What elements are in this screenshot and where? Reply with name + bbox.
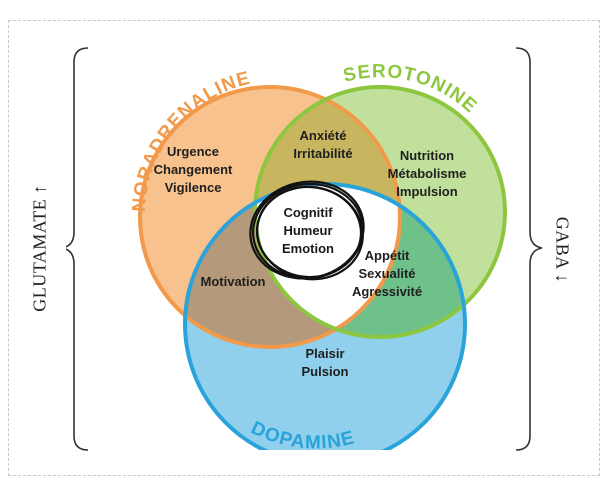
- overlap-nor-dop-1: Motivation: [201, 274, 266, 289]
- center-scribble: [249, 180, 365, 281]
- center-item-1: Cognitif: [283, 205, 333, 220]
- overlap-ser-dop-1: Appétit: [365, 248, 410, 263]
- overlap-ser-dop-3: Agressivité: [352, 284, 422, 299]
- noradrenaline-item-3: Vigilence: [165, 180, 222, 195]
- glutamate-label: GLUTAMATE ↑: [29, 184, 50, 312]
- serotonine-item-2: Métabolisme: [388, 166, 467, 181]
- left-brace: [66, 47, 89, 451]
- dopamine-item-1: Plaisir: [305, 346, 344, 361]
- center-item-2: Humeur: [283, 223, 332, 238]
- figure-frame: [8, 20, 600, 476]
- serotonine-item-3: Impulsion: [396, 184, 457, 199]
- noradrenaline-item-1: Urgence: [167, 144, 219, 159]
- overlap-nor-ser-2: Irritabilité: [293, 146, 352, 161]
- venn-svg: NORADRENALINE SEROTONINE DOPAMINE Urgenc…: [129, 61, 507, 466]
- gaba-label: GABA ↓: [552, 216, 573, 284]
- venn-diagram: NORADRENALINE SEROTONINE DOPAMINE Urgenc…: [105, 52, 515, 466]
- center-item-3: Emotion: [282, 241, 334, 256]
- serotonine-item-1: Nutrition: [400, 148, 454, 163]
- overlap-ser-dop-2: Sexualité: [358, 266, 415, 281]
- noradrenaline-item-2: Changement: [154, 162, 233, 177]
- overlap-nor-ser-1: Anxiété: [300, 128, 347, 143]
- dopamine-item-2: Pulsion: [302, 364, 349, 379]
- right-brace: [515, 47, 543, 451]
- noradrenaline-circle: [138, 85, 402, 349]
